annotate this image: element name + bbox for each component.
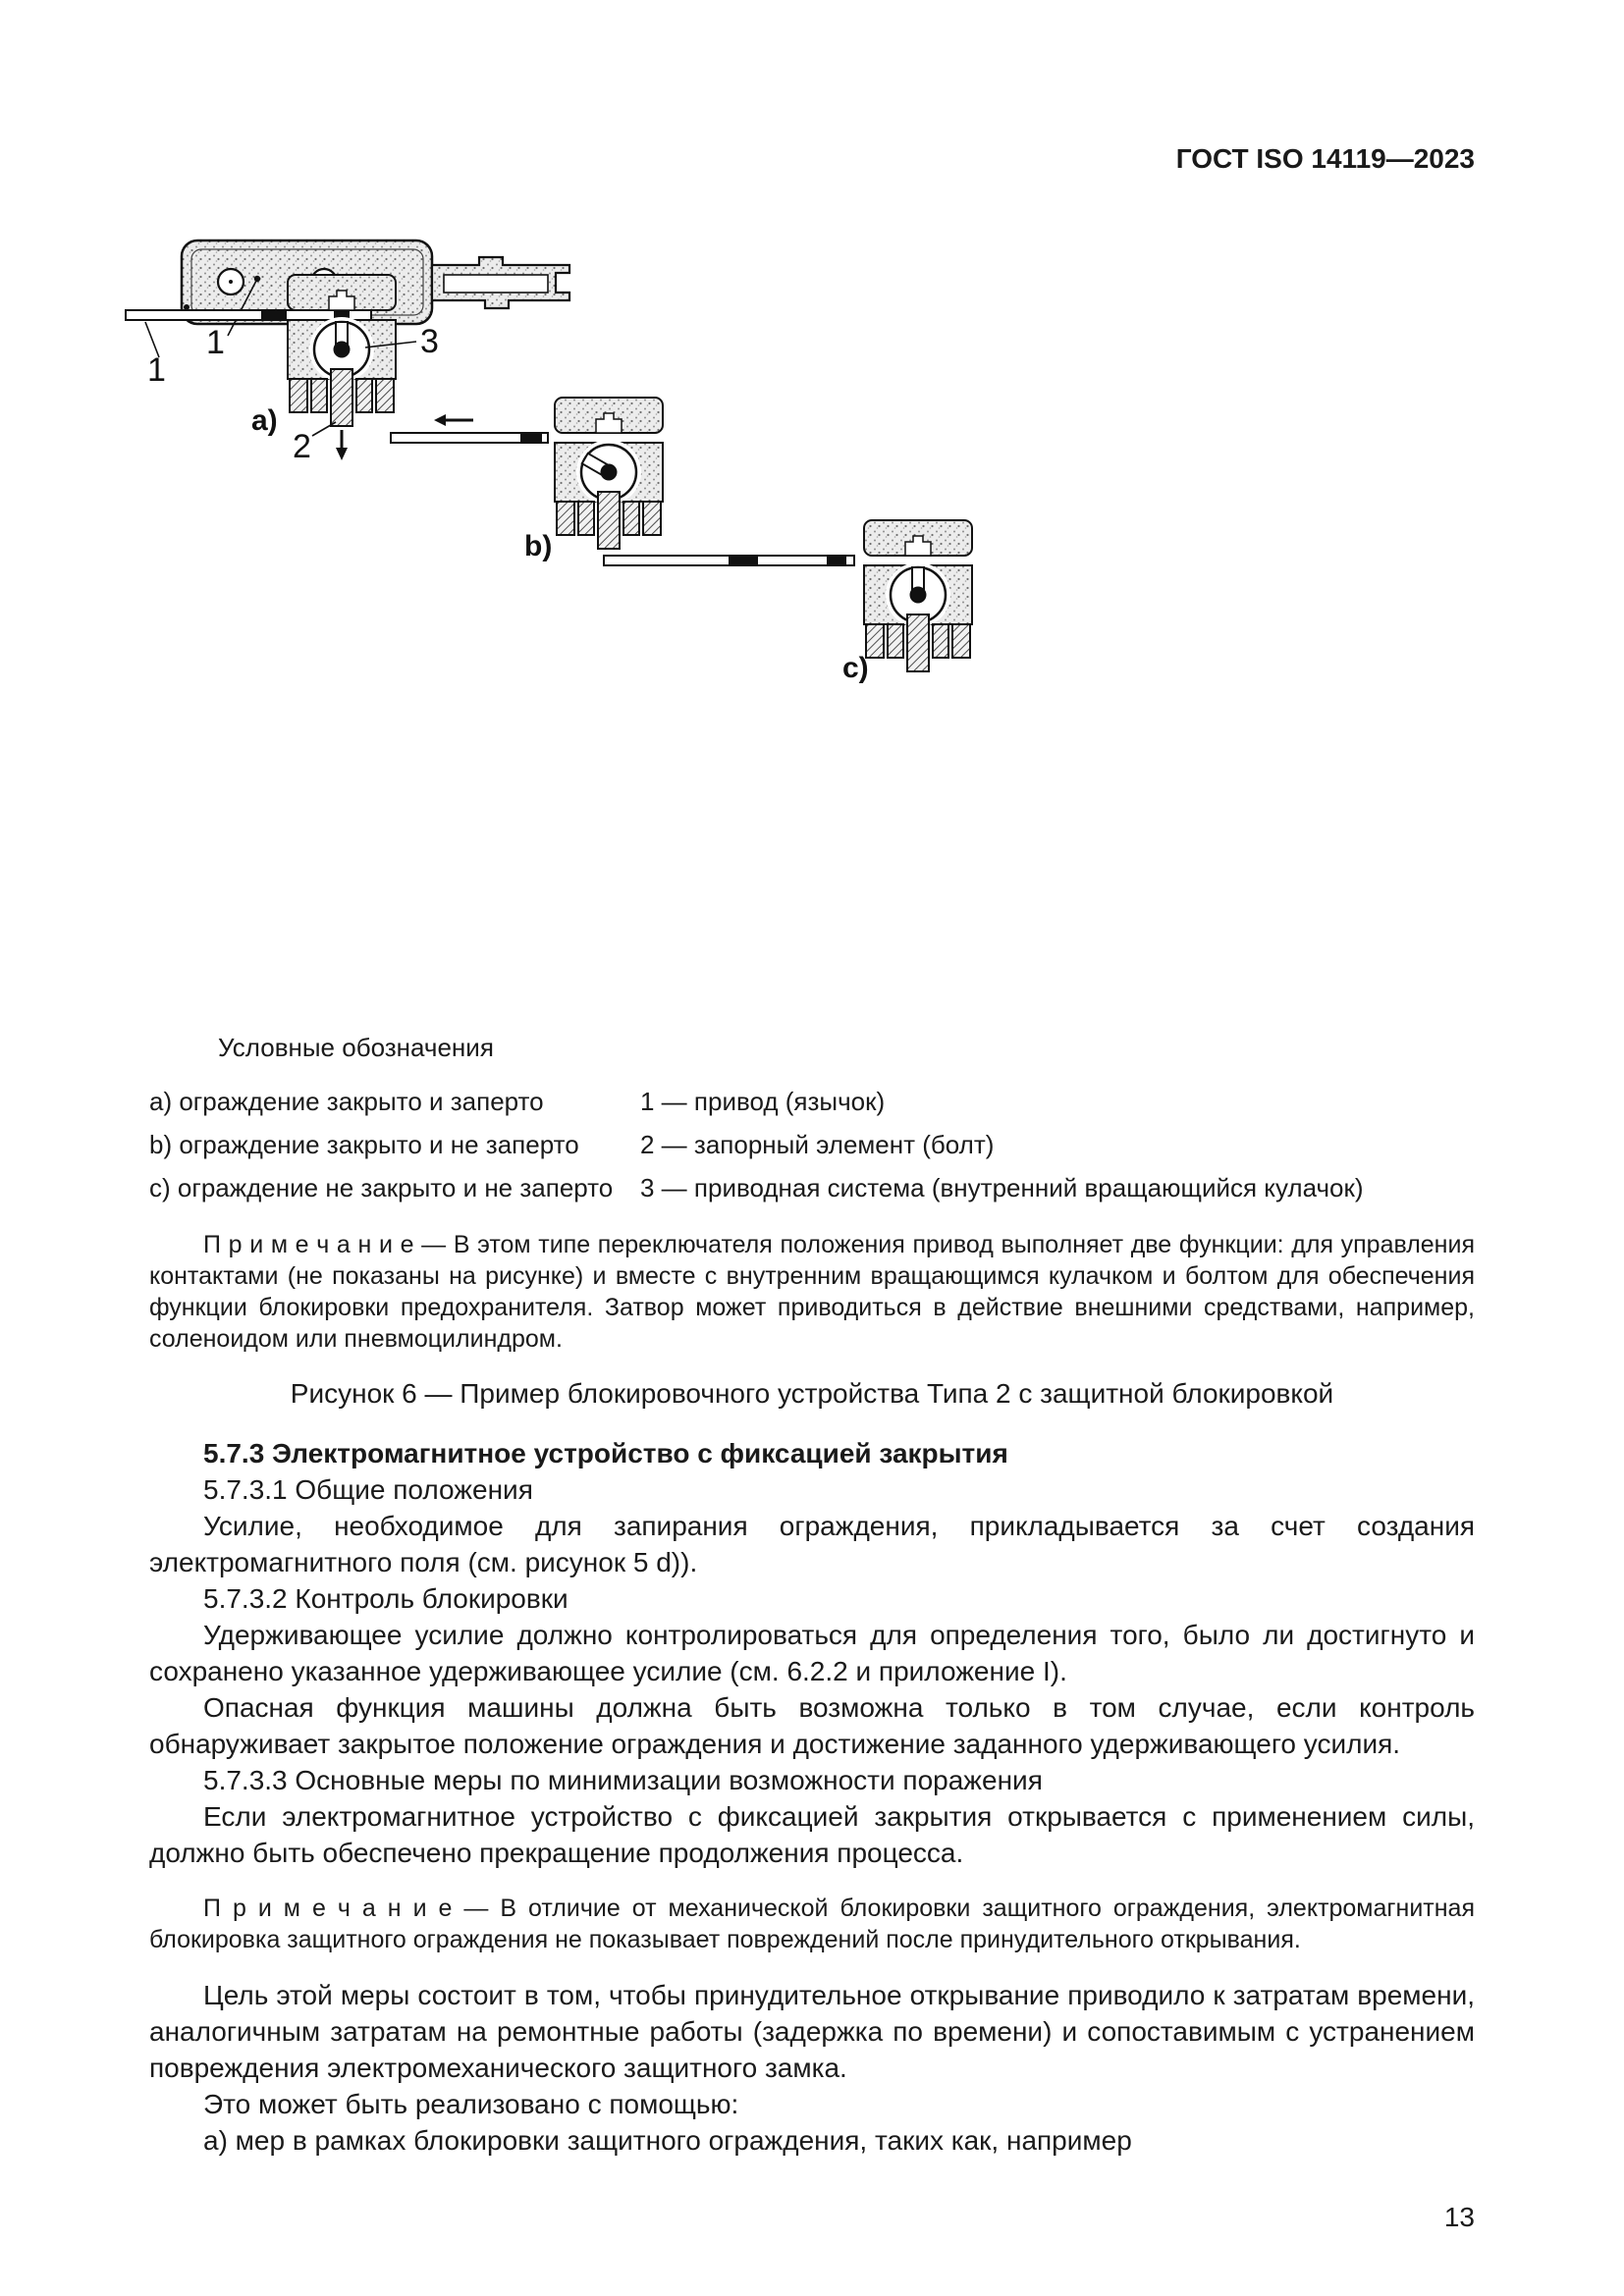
section-heading-5-7-3: 5.7.3 Электромагнитное устройство с фикс… (203, 1438, 1008, 1468)
paragraph-p5: Цель этой меры состоит в том, чтобы прин… (149, 1980, 1475, 2083)
legend-part-2: 2 — запорный элемент (болт) (640, 1130, 995, 1159)
callout-2: 2 (293, 428, 311, 465)
arm-b (390, 432, 549, 444)
paragraph-p7: а) мер в рамках блокировки защитного огр… (203, 2125, 1132, 2156)
body-note: П р и м е ч а н и е — В отличие от механ… (149, 1895, 1475, 1953)
legend-row: a) ограждение закрыто и заперто 1 — прив… (149, 1087, 1475, 1117)
left-arrow (434, 414, 473, 426)
figure-6-drawing: 1 (125, 239, 973, 684)
legend-title: Условные обозначения (218, 1033, 494, 1062)
callout-3: 3 (420, 323, 439, 360)
callout-1-a: 1 (147, 351, 166, 389)
paragraph-p3: Опасная функция машины должна быть возмо… (149, 1692, 1475, 1759)
figure-legend: a) ограждение закрыто и заперто 1 — прив… (149, 1087, 1475, 1203)
figure-note: П р и м е ч а н и е — В этом типе перекл… (149, 1231, 1475, 1353)
actuator-tongue-drawing: 1 (180, 239, 571, 361)
sublabel-b: b) (524, 530, 552, 562)
legend-item-a: a) ограждение закрыто и заперто (149, 1087, 544, 1116)
legend-part-3: 3 — приводная система (внутренний вращаю… (640, 1173, 1364, 1202)
legend-item-c: c) ограждение не закрыто и не заперто (149, 1173, 614, 1202)
paragraph-p1: Усилие, необходимое для запирания огражд… (149, 1511, 1475, 1577)
arm-c (603, 555, 855, 566)
paragraph-p6: Это может быть реализовано с помощью: (203, 2089, 739, 2119)
callout-1-top: 1 (206, 324, 225, 361)
paragraph-p2: Удерживающее усилие должно контролироват… (149, 1620, 1475, 1686)
figure-caption: Рисунок 6 — Пример блокировочного устрой… (290, 1378, 1334, 1409)
legend-row: b) ограждение закрыто и не заперто 2 — з… (149, 1130, 1475, 1160)
lock-mechanism-b: b) (390, 397, 664, 562)
subheading-5-7-3-1: 5.7.3.1 Общие положения (203, 1474, 533, 1505)
legend-item-b: b) ограждение закрыто и не заперто (149, 1130, 579, 1159)
subheading-5-7-3-3: 5.7.3.3 Основные меры по минимизации воз… (203, 1765, 1043, 1795)
down-arrow (336, 430, 348, 460)
lock-mechanism-c: c) (603, 519, 973, 684)
paragraph-p4: Если электромагнитное устройство с фикса… (149, 1801, 1475, 1868)
lock-mechanism-a: 1 3 2 a) (125, 274, 439, 465)
legend-row: c) ограждение не закрыто и не заперто 3 … (149, 1173, 1475, 1203)
arm-a (125, 304, 372, 321)
page-number: 13 (1443, 2202, 1475, 2232)
sublabel-c: c) (842, 652, 869, 684)
legend-part-1: 1 — привод (язычок) (640, 1087, 886, 1116)
doc-number-header: ГОСТ ISO 14119—2023 (1175, 143, 1475, 174)
subheading-5-7-3-2: 5.7.3.2 Контроль блокировки (203, 1583, 568, 1614)
sublabel-a: a) (251, 404, 278, 437)
